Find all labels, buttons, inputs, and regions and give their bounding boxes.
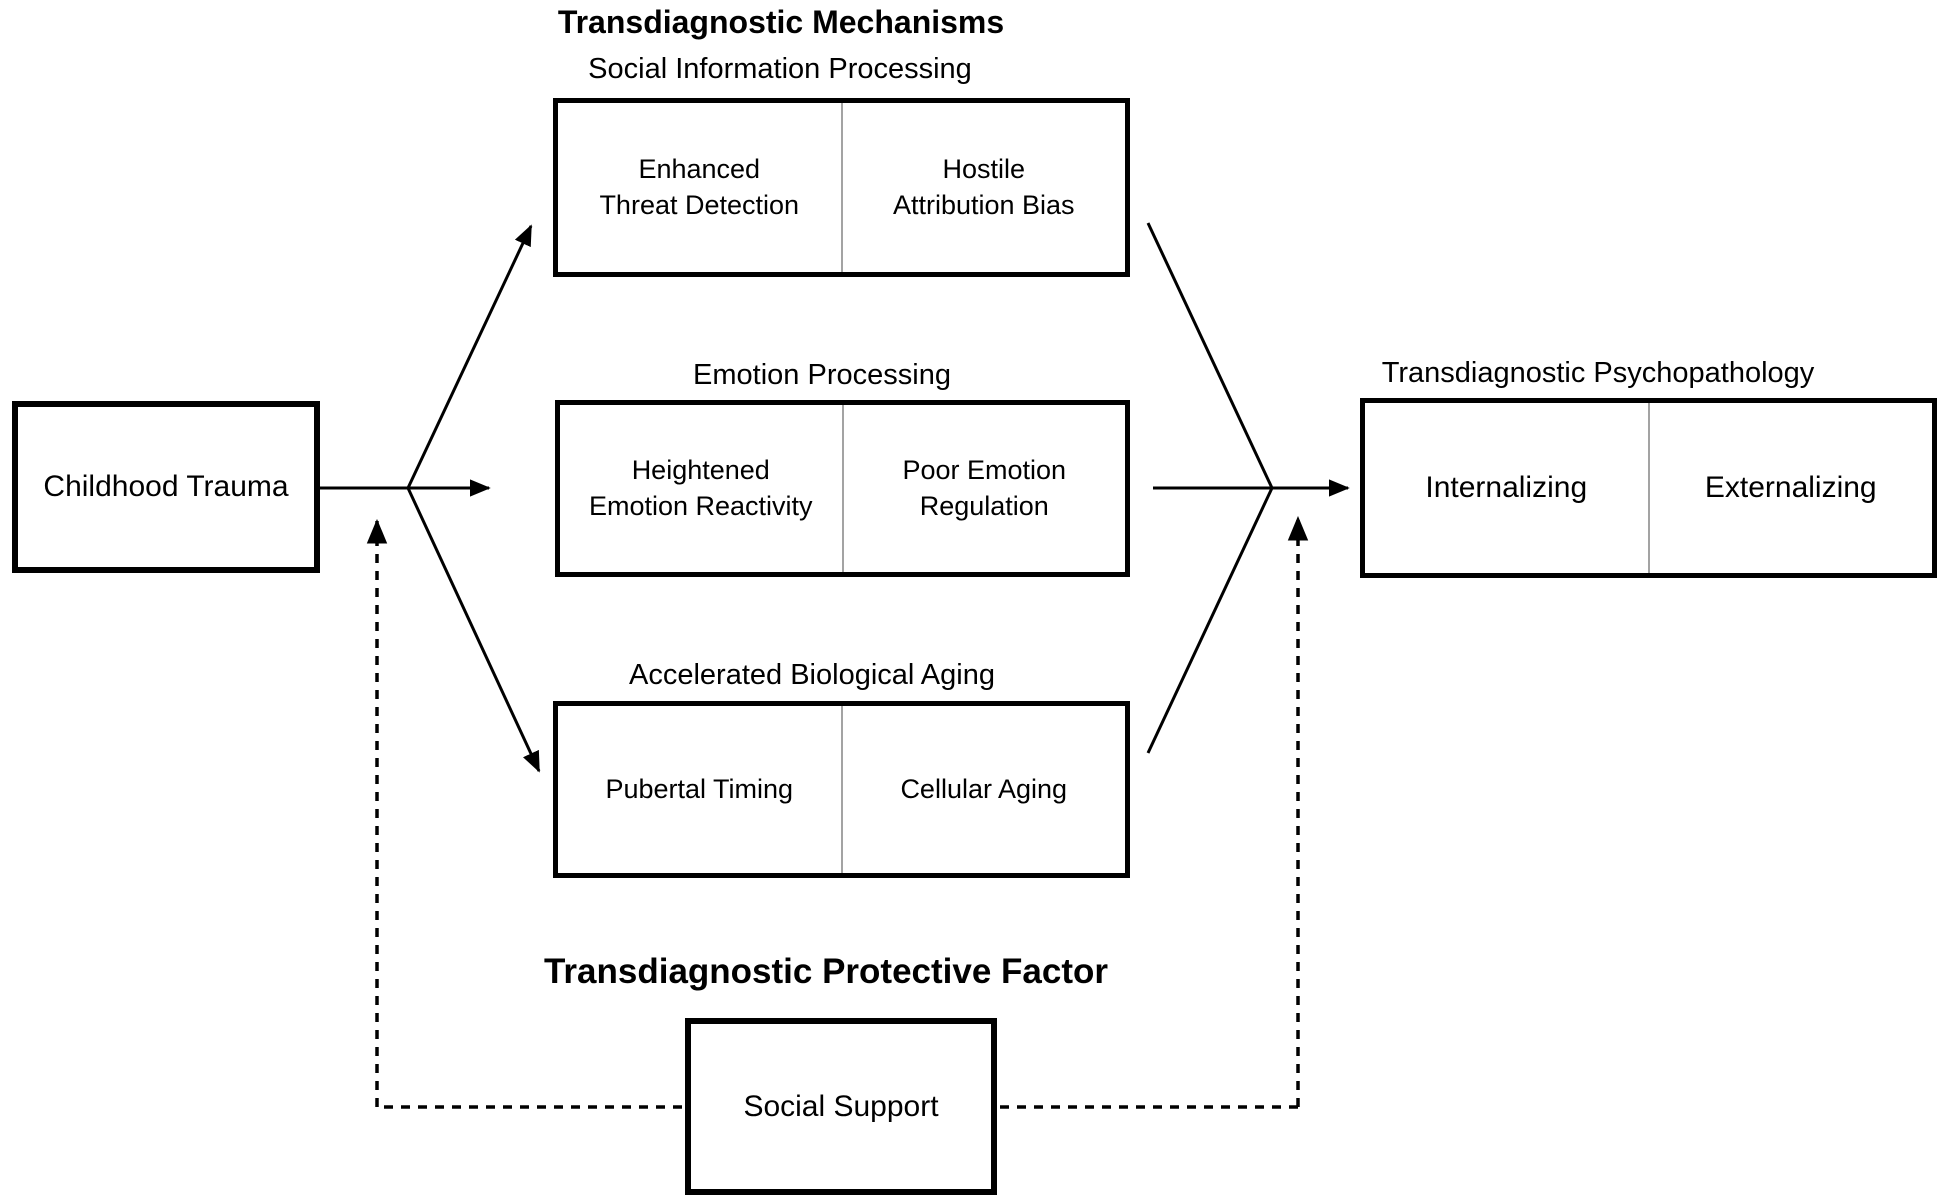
arrow-trauma-to-aging (406, 487, 541, 773)
node-social-support-label: Social Support (743, 1089, 939, 1123)
cell-hostile-attribution-bias: Hostile Attribution Bias (892, 153, 1075, 220)
node-social-support: Social Support (685, 1018, 997, 1195)
cell-cellular-aging: Cellular Aging (900, 773, 1068, 804)
label-accelerated-biological-aging: Accelerated Biological Aging (629, 659, 995, 691)
title-transdiagnostic-mechanisms: Transdiagnostic Mechanisms (557, 4, 1005, 40)
cell-divider (840, 706, 843, 873)
node-transdiagnostic-psychopathology: Internalizing Externalizing (1360, 398, 1937, 578)
cell-divider (841, 405, 844, 572)
cell-poor-emotion-regulation: Poor Emotion Regulation (902, 454, 1067, 521)
cell-externalizing: Externalizing (1704, 471, 1877, 505)
cell-internalizing: Internalizing (1425, 471, 1588, 505)
line-sip-to-junction (1146, 222, 1274, 489)
cell-enhanced-threat-detection: Enhanced Threat Detection (599, 153, 800, 220)
line-aging-to-junction (1146, 487, 1274, 754)
node-social-information-processing: Enhanced Threat Detection Hostile Attrib… (553, 98, 1130, 277)
cell-divider (1647, 403, 1650, 573)
arrow-trauma-to-sip (406, 224, 533, 489)
node-childhood-trauma-label: Childhood Trauma (43, 470, 289, 503)
cell-heightened-emotion-reactivity: Heightened Emotion Reactivity (588, 454, 813, 521)
node-accelerated-biological-aging: Pubertal Timing Cellular Aging (553, 701, 1130, 878)
cell-divider (840, 103, 843, 272)
label-social-information-processing: Social Information Processing (588, 53, 972, 85)
label-emotion-processing: Emotion Processing (693, 359, 951, 391)
node-childhood-trauma: Childhood Trauma (12, 401, 320, 573)
label-transdiagnostic-psychopathology: Transdiagnostic Psychopathology (1381, 357, 1815, 389)
cell-pubertal-timing: Pubertal Timing (605, 773, 794, 804)
node-emotion-processing: Heightened Emotion Reactivity Poor Emoti… (555, 400, 1130, 577)
title-transdiagnostic-protective-factor: Transdiagnostic Protective Factor (543, 952, 1109, 991)
